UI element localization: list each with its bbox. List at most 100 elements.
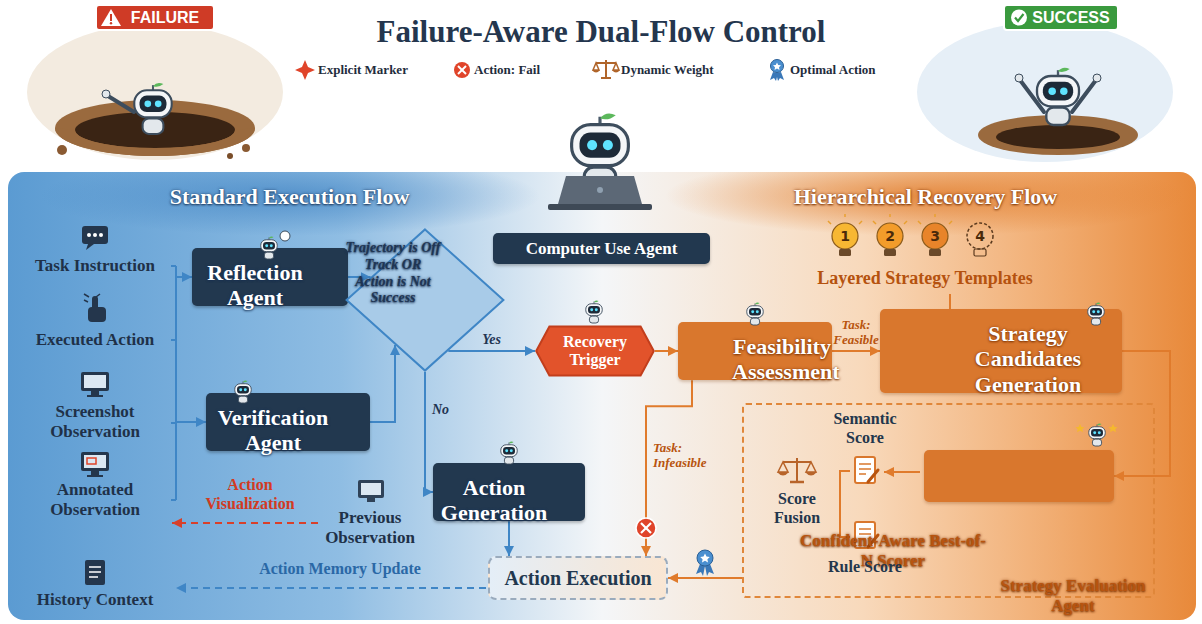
node-text: Feasibility Assessment [732,334,832,385]
input-label: Annotated Observation [20,480,170,520]
input-label: History Context [20,590,170,610]
agent-box: Strategy Evaluation Agent [924,450,1114,502]
panel-background [8,156,1196,620]
agent-robot-icons [235,231,1118,464]
legend-icons [454,62,470,78]
strategy-bulbs [889,214,891,217]
computer-use-robot [548,204,652,210]
success-illustration [996,125,1120,149]
legend-item: Optimal Action [790,62,876,78]
success-illustration [917,22,1173,162]
failure-illustration [134,83,171,134]
flow-connector [370,345,395,422]
input-icons [84,375,106,388]
check-icon [1011,10,1027,26]
strategy-bulbs [832,223,858,249]
strategy-bulbs [828,214,993,256]
fail-marker [641,523,651,533]
strategy-bulbs [974,249,986,256]
input-icons [89,571,101,573]
arrow-label: Action Memory Update [215,560,465,579]
input-icons [84,455,106,468]
input-icons [358,480,384,498]
callout-number: 4 [970,227,990,245]
node-text: Strategy Evaluation Agent [978,576,1168,615]
success-illustration [1037,68,1079,125]
fail-marker [636,518,656,538]
strategy-bulbs [828,221,831,224]
legend-item: Dynamic Weight [621,62,714,78]
failure-illustration [242,144,250,152]
node-text: Reflection Agent [192,260,318,311]
input-icons [89,576,98,578]
node-text: Action Execution [504,567,651,590]
input-icons [87,233,91,237]
input-bracket [176,421,206,423]
agent-robot-icons [1109,424,1118,432]
warning-icon [110,14,112,21]
agent-robot-icons [501,441,518,464]
edge-label: Yes [472,332,512,348]
input-icons [99,233,103,237]
score-label: Score Fusion [757,490,837,528]
input-icons [87,458,96,464]
input-icons [87,395,103,397]
status-badge: SUCCESS [1003,4,1119,31]
score-icons [805,472,817,476]
legend-icons [612,70,620,73]
agent-box: Reflection Agent [192,248,348,307]
warning-icon [110,22,112,24]
legend-text: Explicit Marker [318,62,408,77]
score-icons [868,470,878,482]
legend-text: Optimal Action [790,62,876,77]
failure-illustration [57,145,67,155]
node-text: Standard Execution Flow [8,184,571,210]
feedback-arrows [840,471,850,537]
legend-icons [771,60,784,73]
execution-box: Action Execution [488,556,668,600]
failure-illustration [27,24,283,160]
input-icons [88,307,106,322]
flow-connector [668,577,742,579]
input-icons [367,498,375,502]
flow-connector [425,372,433,492]
computer-use-robot [558,176,642,204]
node-text: Computer Use Agent [526,239,678,259]
agent-robot-icons [280,231,290,241]
arrow-label: Action Visualization [190,476,310,514]
agent-robot-icons [586,300,603,323]
failure-illustration [227,153,233,159]
process-box: Action Generation [433,463,585,522]
trigger-hexagon: Recovery Trigger [535,326,655,376]
input-bracket [171,265,176,267]
input-icons [81,452,109,471]
score-label: Rule Score [815,558,915,577]
legend-item: Explicit Marker [318,62,408,78]
warning-icon [101,9,121,26]
agent-box: Verification Agent [206,393,370,452]
strategy-bulbs [839,249,851,256]
strategy-bulbs [884,249,896,256]
input-icons [81,372,109,391]
optimal-medal [697,550,713,566]
node-text: Trajectory is Off Track OR Action is Not… [345,240,441,307]
flow-connector [655,350,678,352]
status-badge: FAILURE [95,4,215,31]
success-illustration [917,22,1173,162]
input-bracket [171,339,176,341]
legend-icons [295,60,784,82]
optimal-medal [700,554,710,563]
input-icons [86,244,94,250]
strategy-bulbs [922,223,948,249]
process-box: Strategy Candidates Generation [880,309,1122,393]
node-text: Strategy Candidates Generation [934,321,1122,397]
legend-icons [773,63,781,71]
fail-marker [641,523,651,533]
legend-icons [295,60,315,80]
score-icons [859,468,871,470]
input-bracket [176,276,192,278]
failure-illustration [108,96,134,112]
agent-robot-icons [1089,423,1106,446]
input-icons [87,475,103,477]
